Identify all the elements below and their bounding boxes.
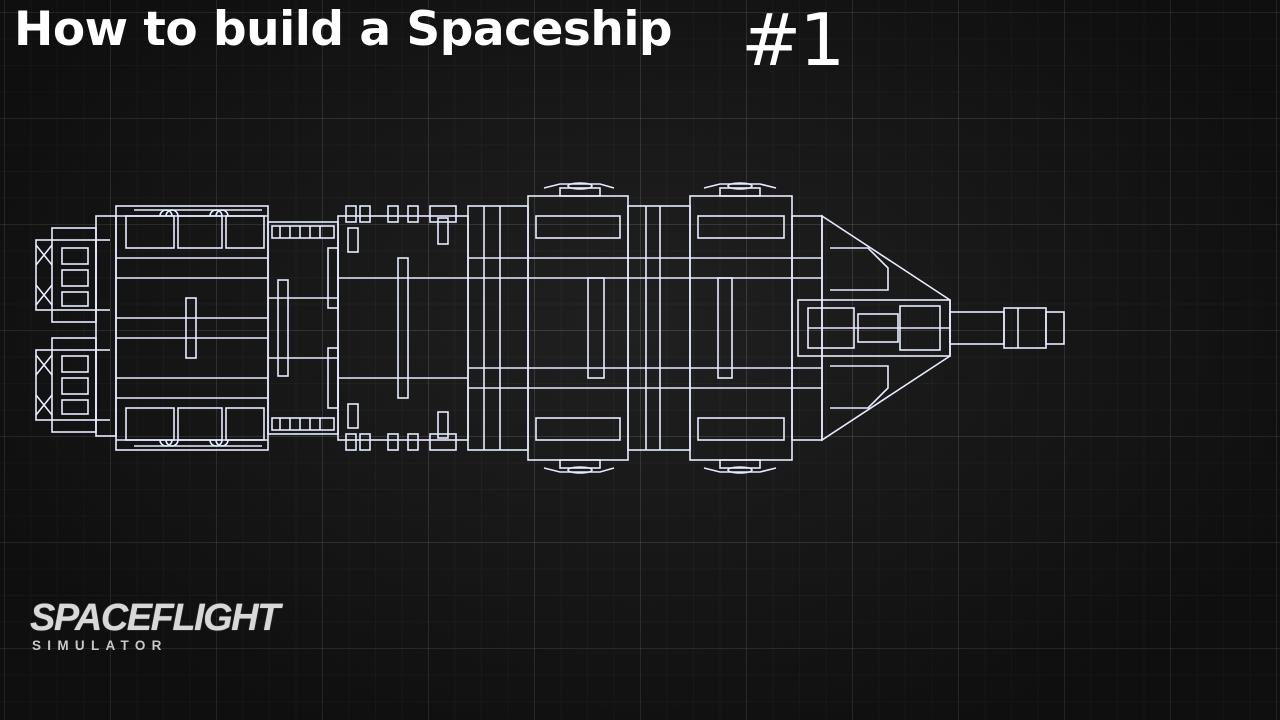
fin-top-left [543, 182, 615, 197]
main-body-section [467, 195, 823, 461]
fuel-tank-section [337, 205, 469, 451]
engine-cluster-top [35, 227, 110, 323]
logo-main-text: SPACEFLIGHT [30, 597, 280, 639]
game-logo: SPACEFLIGHT SIMULATOR [30, 597, 280, 654]
fin-bottom-left [543, 459, 615, 474]
connector-section [267, 221, 339, 435]
fin-top-right [703, 182, 777, 197]
engine-cluster-bottom [35, 337, 110, 433]
episode-number: #1 [741, 0, 845, 82]
nose-cone [797, 214, 951, 442]
logo-sub-text: SIMULATOR [32, 638, 168, 653]
front-probe [949, 307, 1065, 349]
fin-bottom-right [703, 459, 777, 474]
aft-hull-section [95, 205, 269, 451]
video-title: How to build a Spaceship [14, 2, 673, 57]
